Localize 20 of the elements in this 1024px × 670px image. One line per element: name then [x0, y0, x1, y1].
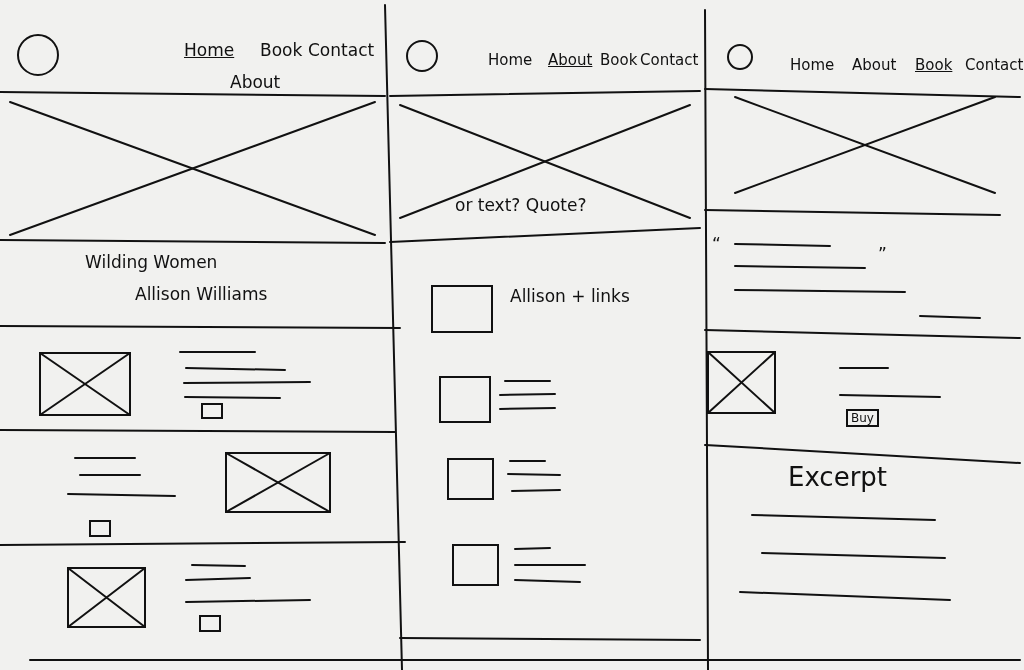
- nav-link: Contact: [965, 55, 1024, 75]
- nav-link: About: [548, 50, 593, 70]
- nav-link: Book: [260, 40, 303, 60]
- nav-link: About: [852, 55, 897, 75]
- nav-link: Home: [488, 50, 533, 70]
- nav-link: About: [230, 72, 281, 92]
- quote-mark: ”: [878, 244, 887, 264]
- nav-link: Contact: [308, 40, 375, 60]
- quote-mark: “: [712, 234, 721, 254]
- buy-button: Buy: [846, 409, 879, 427]
- handwritten-note: Wilding Women: [85, 252, 218, 272]
- nav-link: Home: [790, 55, 835, 75]
- handwritten-note: or text? Quote?: [455, 195, 587, 215]
- section-heading: Excerpt: [788, 462, 888, 492]
- nav-link: Home: [184, 40, 235, 60]
- nav-link: Book: [915, 55, 953, 75]
- handwritten-note: Allison + links: [510, 286, 630, 306]
- nav-link: Book: [600, 50, 638, 70]
- nav-link: Contact: [640, 50, 699, 70]
- handwritten-note: Allison Williams: [135, 284, 268, 304]
